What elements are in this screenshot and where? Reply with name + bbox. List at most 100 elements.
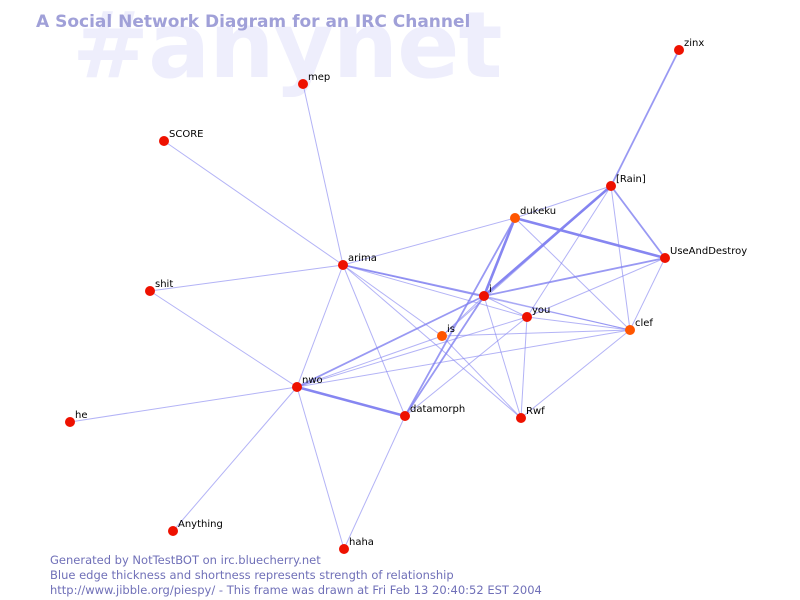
node-dot [159, 136, 169, 146]
node-label: is [447, 324, 455, 335]
edge-anything-nwo [172, 386, 298, 532]
node-label: [Rain] [616, 174, 646, 185]
edge-i-nwo [296, 295, 485, 388]
node-label: datamorph [410, 404, 465, 415]
node-arima: arima [338, 253, 377, 270]
edge-clef-rwf [520, 329, 631, 419]
diagram-title: A Social Network Diagram for an IRC Chan… [36, 12, 471, 32]
node-label: Anything [178, 519, 223, 530]
node-you: you [522, 305, 550, 322]
edge-shit-arima [149, 264, 344, 292]
edge-dukeku-datamorph [404, 217, 516, 417]
edge-you-rwf [520, 316, 528, 419]
node-label: zinx [684, 38, 704, 49]
edge-dukeku-clef [514, 217, 631, 331]
edge-i-datamorph [404, 295, 485, 417]
edge-i-clef [483, 295, 631, 331]
node-zinx: zinx [674, 38, 704, 55]
edge-arima-you [342, 264, 528, 318]
node-label: mep [308, 72, 330, 83]
node-dot [168, 526, 178, 536]
channel-watermark: #anynet [72, 0, 503, 99]
node-label: UseAndDestroy [670, 246, 747, 257]
node-dot [606, 181, 616, 191]
node-dot [145, 286, 155, 296]
node-dot [516, 413, 526, 423]
node-dot [292, 382, 302, 392]
edge-he-nwo [69, 386, 298, 423]
footer-generated-by: Generated by NotTestBOT on irc.bluecherr… [50, 553, 321, 567]
edge-useanddestroy-clef [629, 257, 666, 331]
edge-zinx-rain [610, 49, 680, 187]
edge-rain-clef [610, 185, 631, 331]
node-label: nwo [302, 375, 323, 386]
node-dot [674, 45, 684, 55]
edge-shit-nwo [149, 290, 298, 388]
edge-rain-you [526, 185, 612, 318]
edge-arima-datamorph [342, 264, 406, 417]
node-dot [437, 331, 447, 341]
edge-rain-dukeku [514, 185, 612, 219]
edge-rain-useanddestroy [610, 185, 666, 259]
node-dot [339, 544, 349, 554]
node-label: i [489, 284, 492, 295]
edges-layer [69, 49, 680, 550]
edge-haha-datamorph [343, 415, 406, 550]
node-label: clef [635, 318, 653, 329]
edge-you-clef [526, 316, 631, 331]
edge-arima-rwf [342, 264, 522, 419]
node-dot [522, 312, 532, 322]
node-dot [400, 411, 410, 421]
edge-useanddestroy-i [483, 257, 666, 297]
node-useanddestroy: UseAndDestroy [660, 246, 747, 263]
node-haha: haha [339, 537, 374, 554]
edge-haha-nwo [296, 386, 345, 550]
node-rain: [Rain] [606, 174, 646, 191]
node-anything: Anything [168, 519, 223, 536]
edge-i-rwf [483, 295, 522, 419]
node-dukeku: dukeku [510, 206, 556, 223]
node-label: he [75, 410, 88, 421]
node-label: arima [348, 253, 377, 264]
edge-rain-is [441, 185, 612, 337]
footer: Generated by NotTestBOT on irc.bluecherr… [50, 553, 542, 598]
node-clef: clef [625, 318, 653, 335]
node-mep: mep [298, 72, 330, 89]
node-label: shit [155, 279, 173, 290]
node-label: SCORE [169, 129, 203, 140]
edge-arima-dukeku [342, 217, 516, 266]
node-he: he [65, 410, 88, 427]
node-dot [479, 291, 489, 301]
edge-is-clef [441, 329, 631, 337]
node-label: Rwf [526, 406, 545, 417]
edge-is-nwo [296, 335, 443, 388]
node-shit: shit [145, 279, 173, 296]
node-nwo: nwo [292, 375, 323, 392]
node-is: is [437, 324, 455, 341]
edge-useanddestroy-you [526, 257, 666, 318]
node-label: haha [349, 537, 374, 548]
node-datamorph: datamorph [400, 404, 465, 421]
node-dot [65, 417, 75, 427]
node-dot [298, 79, 308, 89]
node-dot [660, 253, 670, 263]
edge-arima-nwo [296, 264, 344, 388]
edge-you-nwo [296, 316, 528, 388]
edge-nwo-datamorph [295, 385, 407, 418]
edge-dukeku-useanddestroy [513, 216, 667, 260]
edge-is-rwf [441, 335, 522, 419]
node-i: i [479, 284, 492, 301]
edge-score-arima [163, 140, 344, 266]
node-dot [510, 213, 520, 223]
footer-url-timestamp: http://www.jibble.org/piespy/ - This fra… [50, 583, 542, 597]
edge-dukeku-i [482, 216, 517, 298]
footer-legend-note: Blue edge thickness and shortness repres… [50, 568, 454, 582]
edge-i-you [483, 295, 528, 318]
edge-mep-arima [302, 83, 344, 266]
node-label: you [532, 305, 550, 316]
node-dot [338, 260, 348, 270]
node-label: dukeku [520, 206, 556, 217]
node-score: SCORE [159, 129, 203, 146]
